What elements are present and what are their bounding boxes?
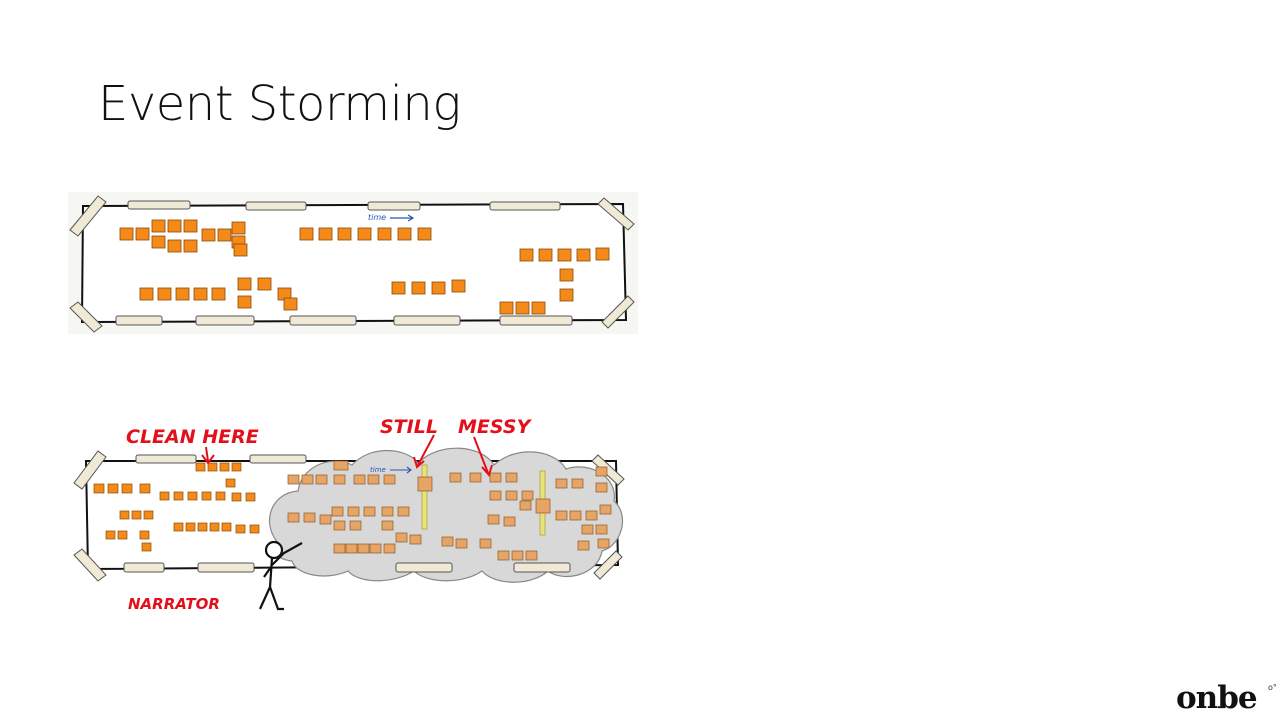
- annotation-arrows: [201, 434, 493, 478]
- tape-strips: [73, 450, 625, 582]
- annotation-still: STILL: [380, 416, 438, 438]
- time-arrow: [390, 214, 415, 222]
- narrator-figure: [258, 540, 303, 611]
- annotation-narrator: NARRATOR: [128, 595, 220, 613]
- clean-sticky-notes: [93, 462, 260, 552]
- event-storming-board-bottom-illustration: time: [73, 416, 625, 613]
- timeline-bar: [421, 464, 428, 530]
- arrow-still: [413, 434, 435, 469]
- annotations: CLEAN HERE STILL MESSY NARRATOR: [126, 416, 533, 613]
- annotation-clean-here: CLEAN HERE: [126, 426, 259, 448]
- sticky-notes: [119, 219, 610, 315]
- logo-mark-icon: o°: [1268, 683, 1277, 692]
- messy-sticky-notes: [287, 460, 612, 561]
- slide-title: Event Storming: [98, 76, 461, 132]
- arrow-clean: [201, 446, 215, 465]
- annotation-messy: MESSY: [458, 416, 533, 438]
- onbe-logo: onbe: [1176, 680, 1258, 716]
- tape-strips: [69, 195, 635, 333]
- event-storming-board-top-illustration: time: [68, 192, 638, 334]
- time-arrow: [390, 466, 412, 474]
- arrow-messy: [473, 436, 493, 478]
- time-label: time: [370, 466, 386, 474]
- time-label: time: [368, 213, 386, 222]
